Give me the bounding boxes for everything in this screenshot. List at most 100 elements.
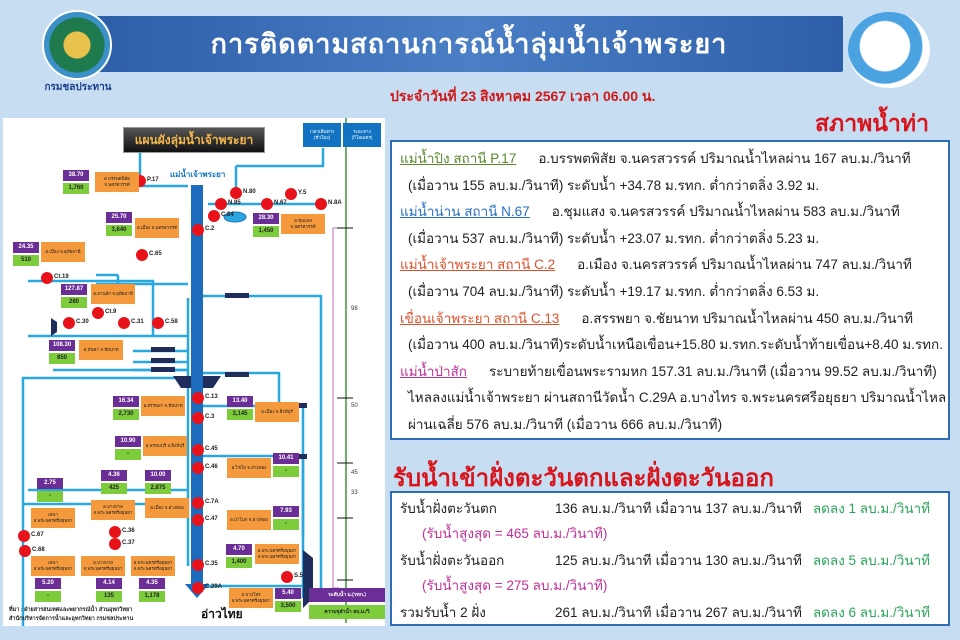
gauge-location: อ.ลานสัก จ.อุทัยธานี [91,284,135,304]
basin-map: แผนผังลุ่มน้ำเจ้าพระยา เวลาเดินทาง (ชั่ว… [3,118,385,626]
gauge-level: 13.40 [227,396,253,407]
status-line: (เมื่อวาน 155 ลบ.ม./วินาที) ระดับน้ำ +34… [408,177,820,193]
status-line: (เมื่อวาน 537 ลบ.ม./วินาที) ระดับน้ำ +23… [408,230,820,246]
distance-value: 33 [351,490,358,496]
legend-level: ระดับน้ำ ม.(รทก.) [309,588,385,602]
gauge-location: อ.เมือง จ.สิงห์บุรี [255,402,299,422]
station-marker [92,307,104,319]
river-network [21,118,353,626]
gulf-label: อ่าวไทย [201,607,243,621]
gauge-level: 10.00 [145,470,171,481]
gauge-capacity: 135 [96,591,122,602]
intake-label: รวมรับน้ำ 2 ฝั่ง [400,605,486,620]
gauge-level: 5.40 [275,588,301,599]
station-marker [109,526,121,538]
station-label: N.8A [328,200,342,206]
distance-header: ระยะทาง (กิโลเมตร) [343,123,381,147]
river-label: แม่น้ำเจ้าพระยา [170,170,226,179]
station-label: C.7A [205,499,219,505]
gauge-capacity: 850 [49,353,75,364]
gauge-location: อ.ชุมแสง จ.นครสวรรค์ [281,214,325,234]
status-line: (เมื่อวาน 400 ลบ.ม./วินาที)ระดับน้ำเหนือ… [408,337,943,353]
gauge-location: อ.สรรพยา จ.ชัยนาท [141,396,185,416]
gauge-capacity: 3,145 [227,409,253,420]
gauge-location: อ.หันคา จ.ชัยนาท [79,340,123,360]
station-label: Y.5 [298,190,307,196]
station-marker [285,188,297,200]
distance-value: 45 [351,470,358,476]
status-entry: แม่น้ำปิง สถานี P.17 อ.บรรพตพิสัย จ.นครสว… [400,146,940,173]
gauge-capacity: 1,760 [63,183,89,194]
station-marker [215,198,227,210]
station-label: C.47 [205,516,218,522]
gauge-location: อ.พระนครศรีอยุธยา จ.พระนครศรีอยุธยา [255,544,299,564]
station-heading: แม่น้ำเจ้าพระยา สถานี C.2 [400,257,556,273]
intake-change: ลดลง 1 ลบ.ม./วินาที [812,501,931,516]
station-marker [261,198,273,210]
station-marker [192,497,204,509]
station-label: C.58 [165,319,178,325]
station-marker [192,392,204,404]
gauge-capacity: 1,450 [253,226,279,237]
gauge-location: เสนา จ.พระนครศรีอยุธยา [31,556,75,576]
station-heading: แม่น้ำปิง สถานี P.17 [400,151,517,166]
station-label: C.36 [122,528,135,534]
station-marker [136,249,148,261]
station-status-panel: แม่น้ำปิง สถานี P.17 อ.บรรพตพิสัย จ.นครสว… [390,140,950,440]
gauge-capacity: 1,178 [139,591,165,602]
gauge-level: 4.70 [226,544,252,555]
status-line: ผ่านเฉลี่ย 576 ลบ.ม./วินาที (เมื่อวาน 66… [408,416,723,432]
station-label: C.68 [32,547,45,553]
gauge-capacity: 510 [13,255,39,266]
gauge-level: 16.34 [113,396,139,407]
gauge-level: 4.14 [96,578,122,589]
distance-value: 50 [351,403,358,409]
gauge-level: 28.30 [253,213,279,224]
status-line: อ.เมือง จ.นครสวรรค์ ปริมาณน้ำไหลผ่าน 747… [577,257,912,273]
status-line: (เมื่อวาน 704 ลบ.ม./วินาที) ระดับน้ำ +19… [408,283,820,299]
gauge-level: 108.30 [49,340,75,351]
station-heading: แม่น้ำป่าสัก [400,363,467,379]
station-label: C.37 [122,540,135,546]
station-marker [63,317,75,329]
station-label: C.31 [131,319,144,325]
legend-capacity: ความจุลำน้ำ ลบ.ม./วิ [309,605,385,619]
gauge-capacity: 280 [61,297,87,308]
status-title: สภาพน้ำท่า [815,110,929,136]
station-marker [192,462,204,474]
gauge-level: 4.35 [139,578,165,589]
water-agency-logo-icon [848,12,930,88]
gauge-level: 4.36 [101,470,127,481]
station-label: C.46 [205,464,218,470]
gauge-location: อ.เมือง จ.อ่างทอง [145,498,189,518]
station-label: Ct.19 [54,274,69,280]
gauge-location: อ.บางไทร จ.พระนครศรีอยุธยา [229,588,273,608]
report-date: ประจำวันที่ 23 สิงหาคม 2567 เวลา 06.00 น… [390,88,656,104]
station-marker [192,559,204,571]
status-line: อ.บรรพตพิสัย จ.นครสวรรค์ ปริมาณน้ำไหลผ่า… [538,151,911,166]
station-label: Ct.9 [105,309,117,315]
source-line: ที่มา : ฝ่ายสารสนเทศและพยากรณ์น้ำ ส่วนอุ… [9,607,133,613]
station-marker [18,530,30,542]
station-label: C.35 [205,561,218,567]
station-label: N.85 [228,200,241,206]
gauge-level: 7.93 [273,506,299,517]
station-marker [281,571,293,583]
intake-change: ลดลง 5 ลบ.ม./วินาที [812,553,931,568]
station-marker [192,514,204,526]
gauge-level: 24.35 [13,242,39,253]
station-marker [19,545,31,557]
logo-caption: กรมชลประทาน [44,82,112,93]
station-marker [315,198,327,210]
station-marker [230,187,242,199]
gauge-level: 5.20 [35,578,61,589]
rid-logo-icon [42,10,112,80]
gauge-capacity: - [273,519,299,530]
gauge-location: อ.เมือง จ.นครสวรรค์ [135,218,179,238]
gauge-capacity: 3,640 [106,225,132,236]
station-marker [208,210,220,222]
intake-today: 125 ลบ.ม./วินาที [555,553,652,568]
